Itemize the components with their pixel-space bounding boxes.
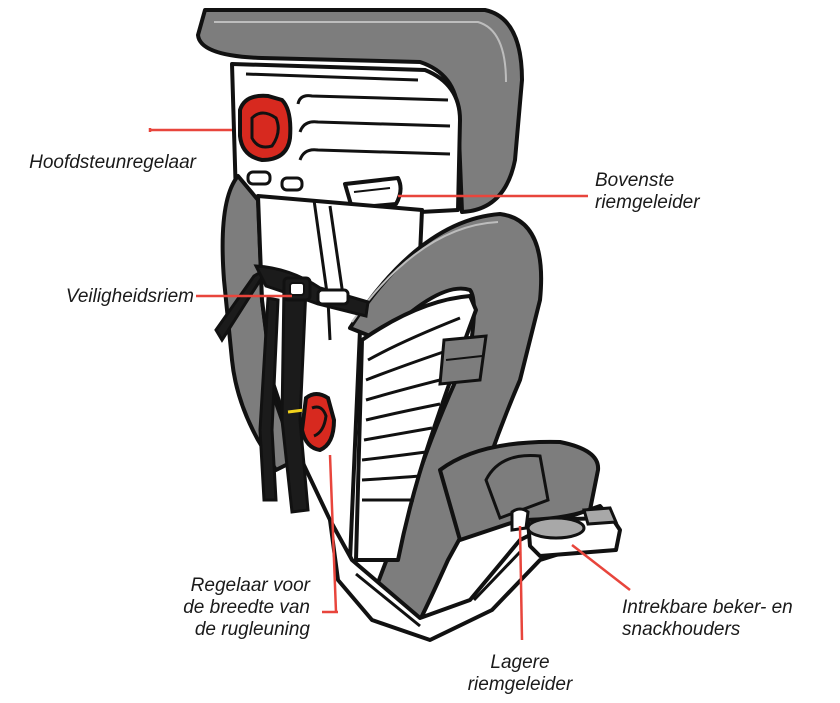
label-upper-belt-guide: Bovenste riemgeleider	[595, 170, 700, 214]
label-cup-holder-line2: snackhouders	[622, 619, 793, 641]
label-upper-belt-guide-line2: riemgeleider	[595, 192, 700, 214]
label-lower-belt-guide-line2: riemgeleider	[445, 674, 595, 696]
backrest-width-adjuster-knob	[302, 394, 334, 450]
label-lower-belt-guide: Lagere riemgeleider	[445, 652, 595, 696]
label-lower-belt-guide-line1: Lagere	[445, 652, 595, 674]
label-cup-holder: Intrekbare beker- en snackhouders	[622, 597, 793, 641]
label-safety-belt: Veiligheidsriem	[4, 286, 194, 308]
label-backrest-width-adjuster: Regelaar voor de breedte van de rugleuni…	[120, 575, 310, 641]
label-headrest-adjuster: Hoofdsteunregelaar	[4, 152, 196, 174]
label-backrest-width-line3: de rugleuning	[120, 619, 310, 641]
label-backrest-width-line2: de breedte van	[120, 597, 310, 619]
headrest-adjuster-knob	[240, 96, 290, 160]
label-backrest-width-line1: Regelaar voor	[120, 575, 310, 597]
label-cup-holder-line1: Intrekbare beker- en	[622, 597, 793, 619]
pointer-headrest-adjuster	[150, 128, 232, 132]
label-upper-belt-guide-line1: Bovenste	[595, 170, 700, 192]
